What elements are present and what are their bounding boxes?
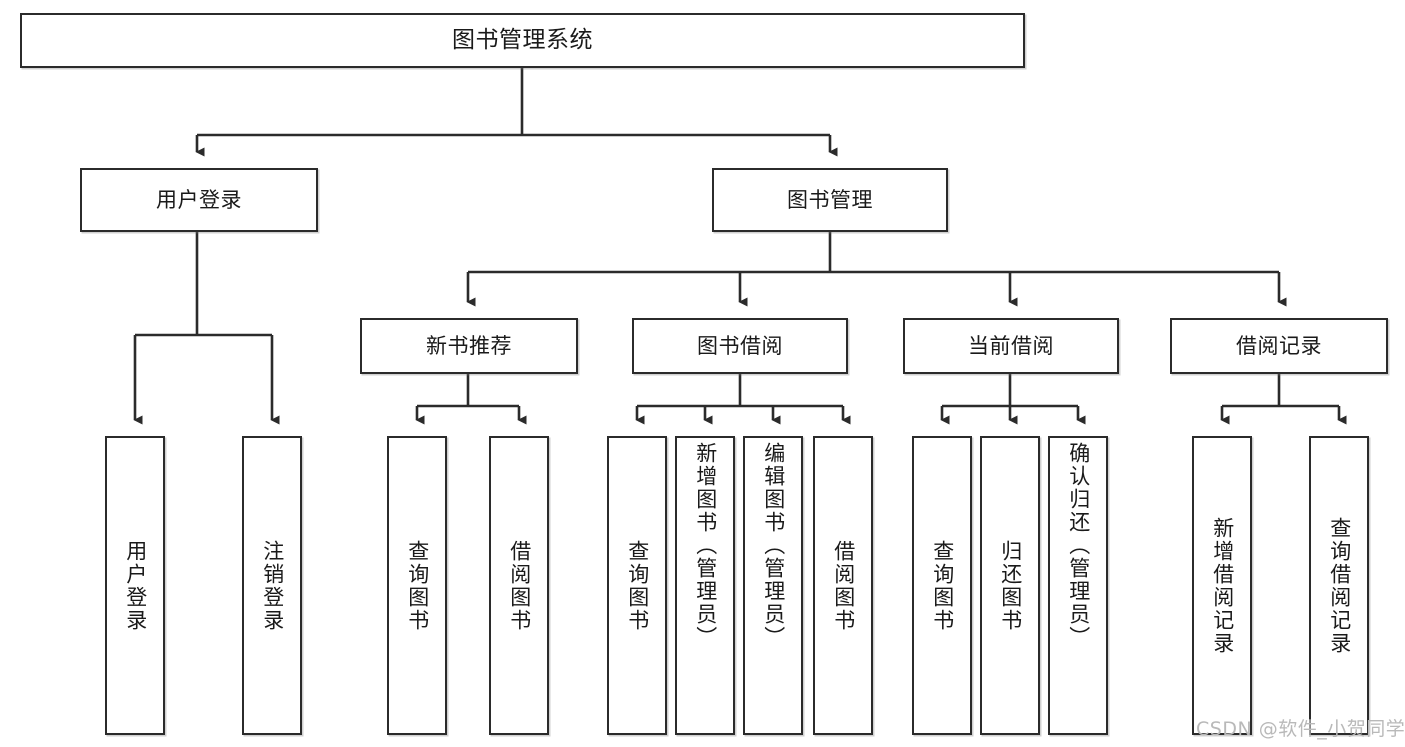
leaf-logout[interactable]: 注销登录: [242, 436, 302, 735]
node-new-book-recommend-label: 新书推荐: [426, 333, 512, 358]
leaf-confirm-return-admin[interactable]: 确认归还（管理员）: [1048, 436, 1108, 735]
leaf-add-book-admin[interactable]: 新增图书（管理员）: [675, 436, 735, 735]
leaf-query-book-current-label: 查询图书: [930, 539, 955, 632]
leaf-add-book-admin-label: 新增图书（管理员）: [693, 442, 718, 649]
leaf-borrow-book-recommend[interactable]: 借阅图书: [489, 436, 549, 735]
leaf-query-book-borrow[interactable]: 查询图书: [607, 436, 667, 735]
node-new-book-recommend[interactable]: 新书推荐: [360, 318, 578, 374]
leaf-edit-book-admin[interactable]: 编辑图书（管理员）: [743, 436, 803, 735]
leaf-add-borrow-record[interactable]: 新增借阅记录: [1192, 436, 1252, 735]
leaf-borrow-book-recommend-label: 借阅图书: [507, 539, 532, 632]
leaf-query-borrow-record-label: 查询借阅记录: [1327, 516, 1352, 655]
node-borrow-record[interactable]: 借阅记录: [1170, 318, 1388, 374]
leaf-query-book-recommend-label: 查询图书: [405, 539, 430, 632]
node-current-borrow-label: 当前借阅: [968, 333, 1054, 358]
leaf-confirm-return-admin-label: 确认归还（管理员）: [1066, 442, 1091, 649]
node-book-borrow[interactable]: 图书借阅: [632, 318, 848, 374]
leaf-add-borrow-record-label: 新增借阅记录: [1210, 516, 1235, 655]
leaf-query-borrow-record[interactable]: 查询借阅记录: [1309, 436, 1369, 735]
leaf-query-book-recommend[interactable]: 查询图书: [387, 436, 447, 735]
node-borrow-record-label: 借阅记录: [1236, 333, 1322, 358]
leaf-user-login[interactable]: 用户登录: [105, 436, 165, 735]
csdn-watermark: CSDN @软件_小贺同学: [1196, 718, 1405, 740]
leaf-return-book-label: 归还图书: [998, 539, 1023, 632]
leaf-query-book-borrow-label: 查询图书: [625, 539, 650, 632]
node-root-system[interactable]: 图书管理系统: [20, 13, 1025, 68]
node-user-login[interactable]: 用户登录: [80, 168, 318, 232]
node-book-management-label: 图书管理: [787, 187, 873, 212]
leaf-edit-book-admin-label: 编辑图书（管理员）: [761, 442, 786, 649]
leaf-user-login-label: 用户登录: [123, 539, 148, 632]
leaf-logout-label: 注销登录: [260, 539, 285, 632]
node-current-borrow[interactable]: 当前借阅: [903, 318, 1119, 374]
node-book-management[interactable]: 图书管理: [712, 168, 948, 232]
leaf-query-book-current[interactable]: 查询图书: [912, 436, 972, 735]
node-root-system-label: 图书管理系统: [452, 27, 593, 54]
leaf-borrow-book-borrow[interactable]: 借阅图书: [813, 436, 873, 735]
node-user-login-label: 用户登录: [156, 187, 242, 212]
leaf-return-book[interactable]: 归还图书: [980, 436, 1040, 735]
leaf-borrow-book-borrow-label: 借阅图书: [831, 539, 856, 632]
node-book-borrow-label: 图书借阅: [697, 333, 783, 358]
